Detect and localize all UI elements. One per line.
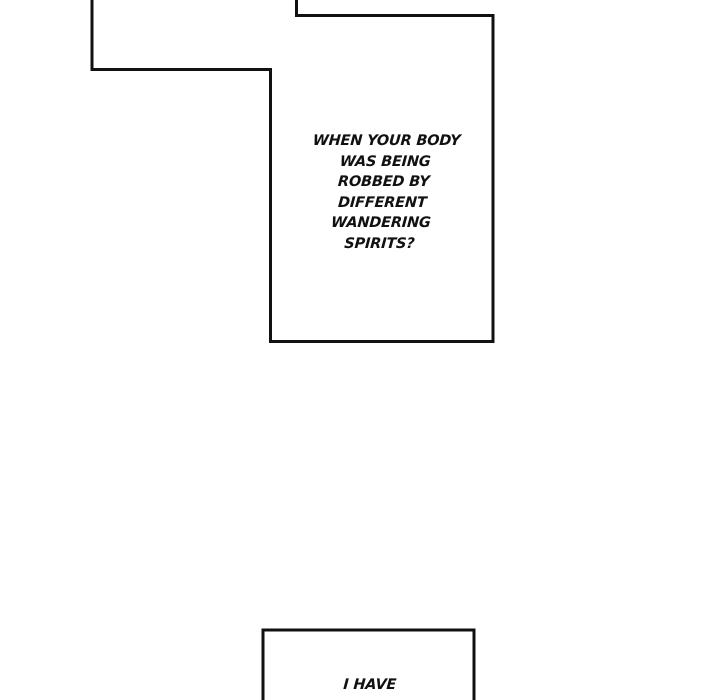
- caption-line-clipped: [269, 696, 468, 700]
- clipped-text-fragment: [269, 696, 468, 700]
- upper-panel-caption: WHEN YOUR BODY WAS BEING ROBBED BY DIFFE…: [296, 131, 471, 254]
- lower-panel-caption: I HAVE: [269, 675, 470, 700]
- upper-merged-panel-border: [90, 0, 495, 343]
- caption-line: WANDERING: [330, 215, 432, 231]
- caption-line: ROBBED BY: [337, 174, 431, 190]
- caption-line: I HAVE: [342, 677, 397, 693]
- lower-panel-border: [261, 628, 476, 700]
- caption-line: WAS BEING: [339, 153, 432, 170]
- caption-line: SPIRITS?: [343, 235, 416, 252]
- caption-line: DIFFERENT: [337, 194, 428, 211]
- caption-line: WHEN YOUR BODY: [312, 133, 461, 149]
